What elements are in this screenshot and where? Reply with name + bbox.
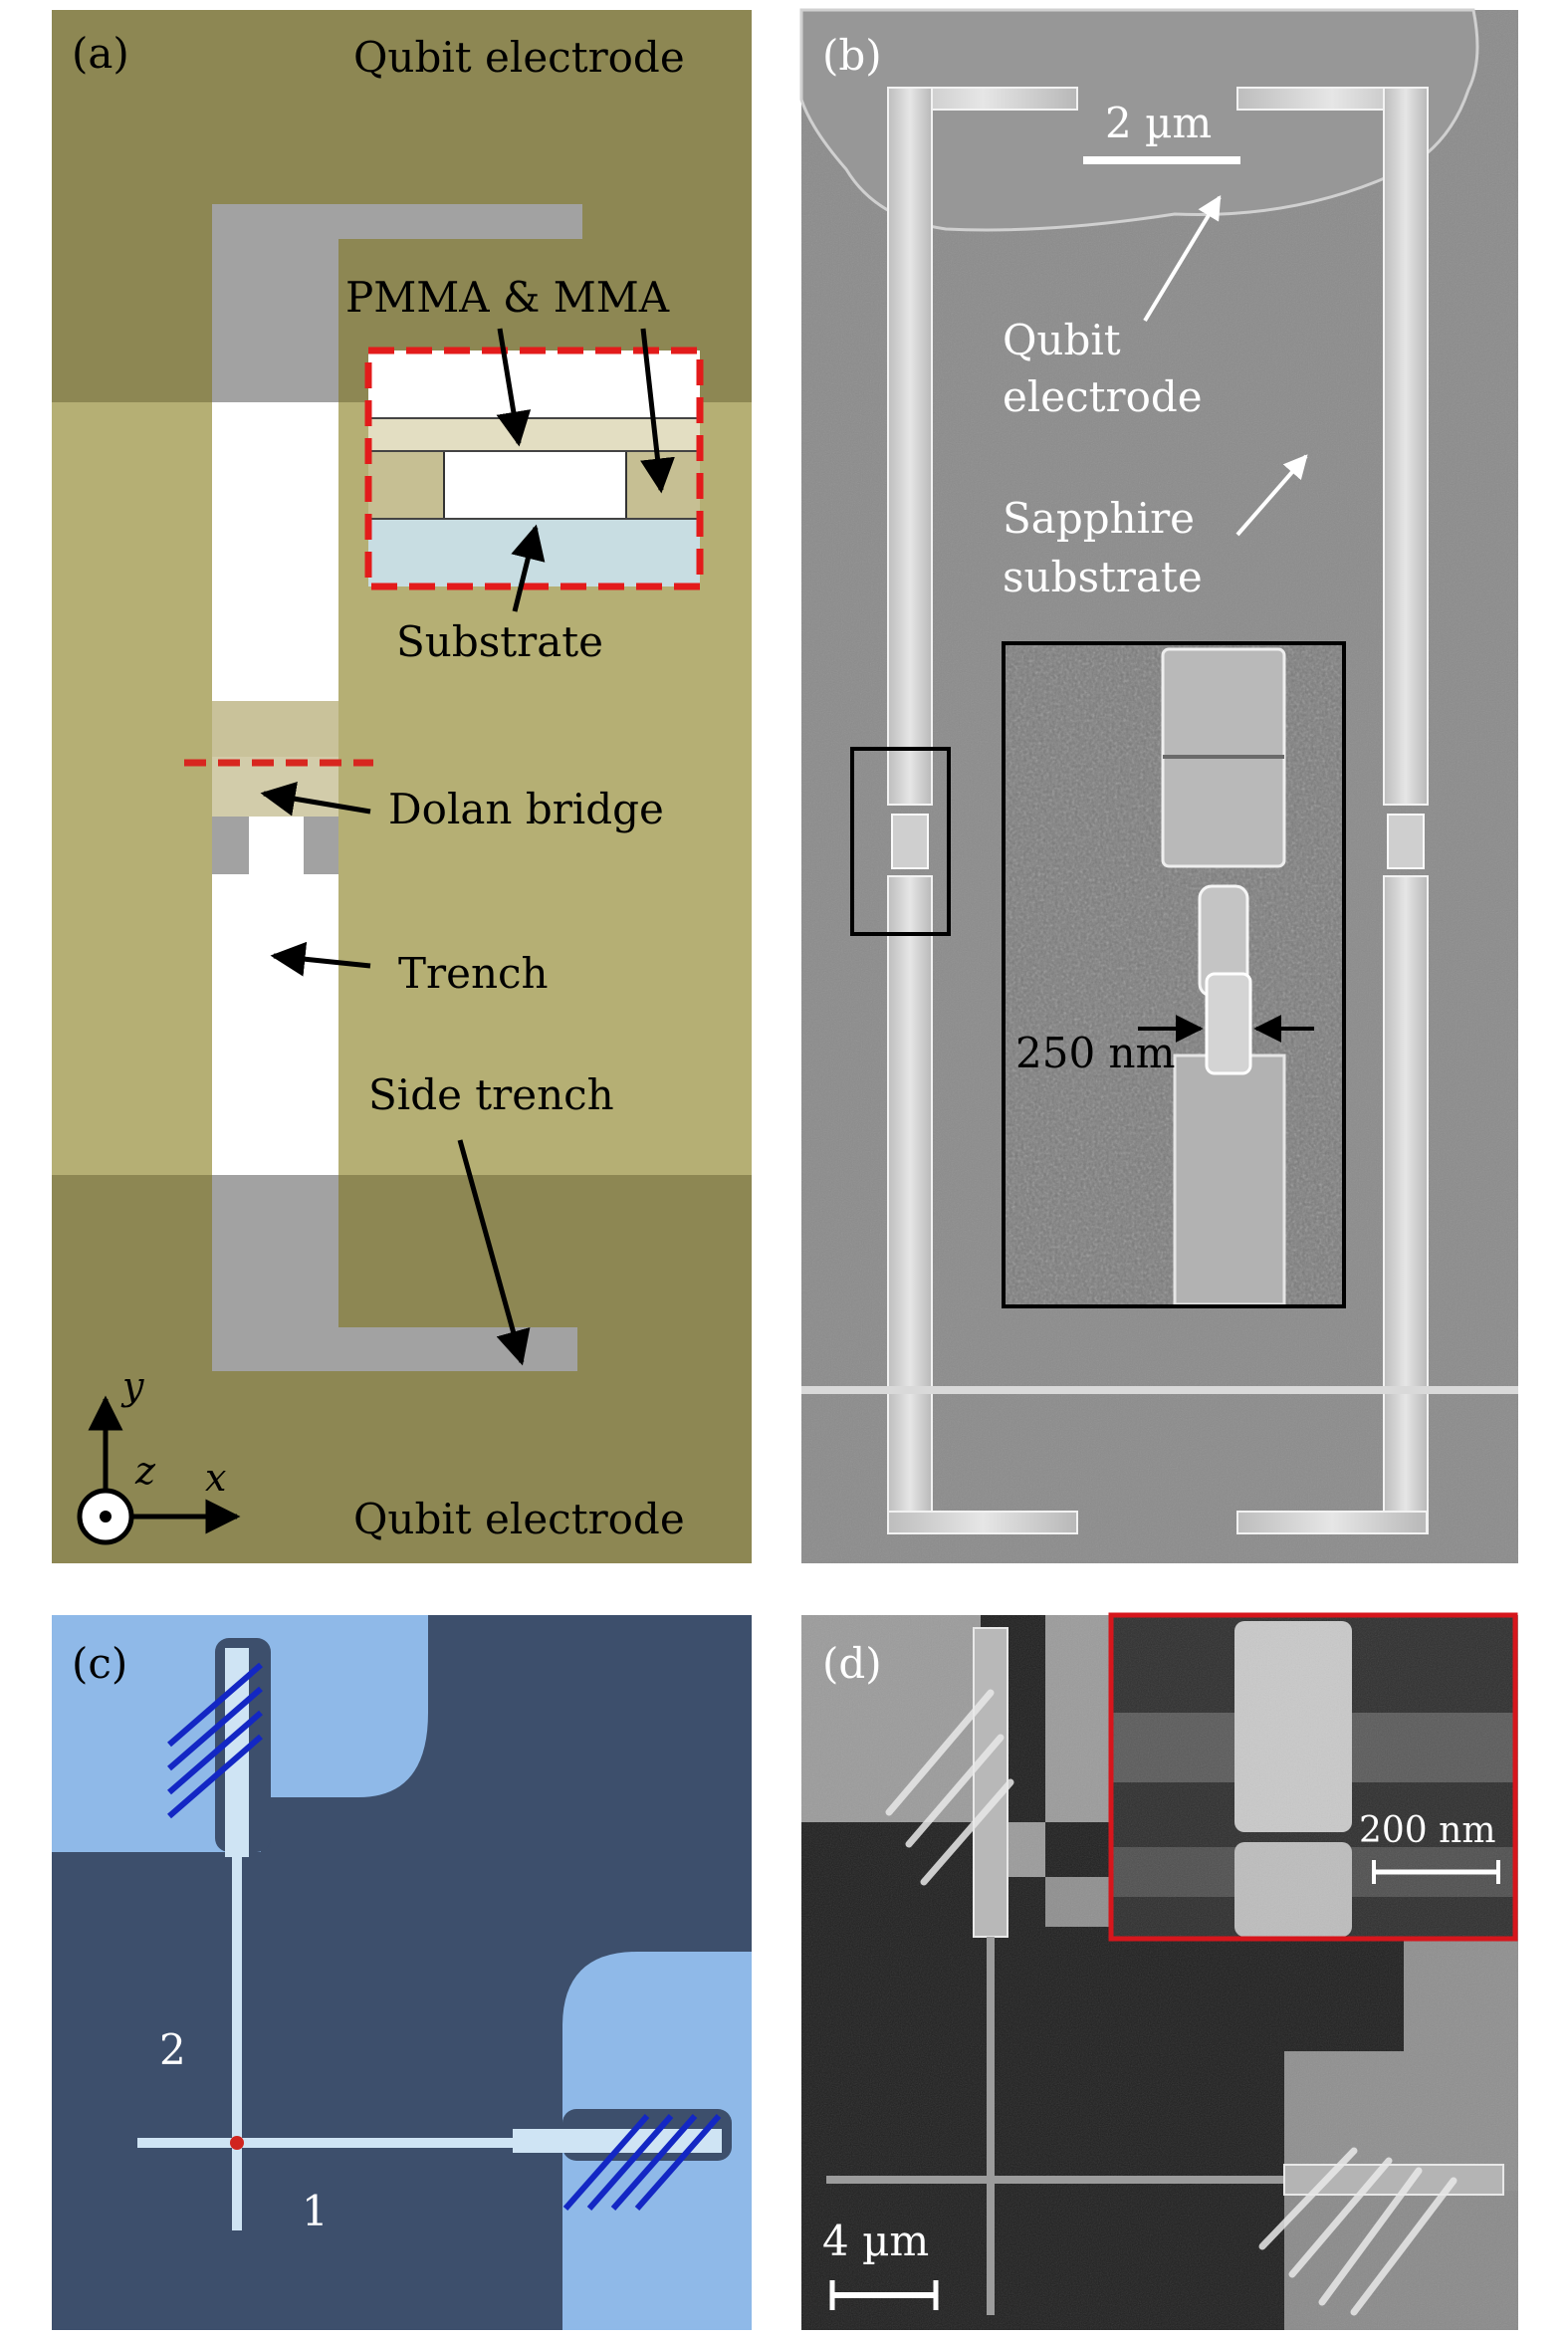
bridge-gap: [249, 817, 304, 874]
electrode-blob: [799, 8, 1479, 232]
zoom-inset-d: [1108, 1612, 1518, 1942]
trench-label: Trench: [398, 949, 549, 998]
finger-label-1: 1: [302, 2187, 329, 2235]
coordinate-axes: [77, 1395, 241, 1545]
junction-dot: [230, 2136, 244, 2150]
panel-a-tag: (a): [72, 29, 129, 78]
zoom-inset: [1002, 641, 1346, 1308]
frame-junction-right: [1387, 814, 1425, 869]
zoom-inset-d-grain: [1111, 1615, 1515, 1939]
panel-c-tag: (c): [72, 1639, 127, 1688]
inset-pmma-layer: [368, 418, 700, 451]
arrow-mma: [640, 328, 675, 494]
inset-undercut: [443, 450, 627, 520]
axis-z-dot: [100, 1511, 112, 1522]
metal-frame: [887, 87, 1429, 1534]
zoom-inset-border: [1002, 641, 1346, 1308]
panel-b-tag: (b): [822, 31, 882, 80]
finger-vertical-d: [973, 1627, 1008, 1938]
arrow-pmma: [496, 328, 532, 447]
zoom-junction-finger: [1205, 972, 1252, 1075]
shadow-streaks-top: [885, 1689, 1014, 1886]
panel-c: (c) 2 1: [52, 1615, 752, 2330]
sapphire-label-2: substrate: [1003, 553, 1203, 601]
arrow-sapphire-b: [1235, 454, 1308, 537]
electrode-label-b-2: electrode: [1003, 372, 1203, 421]
sapphire-label-1: Sapphire: [1003, 494, 1195, 543]
shadow-streaks-right: [1258, 2147, 1457, 2316]
finger-1-narrow: [137, 2138, 516, 2148]
hatch-top: [167, 1662, 263, 1819]
panel-a: (a) Qubit electrode PMMA & MMA Substrate…: [52, 10, 752, 1563]
finger-vertical-thin-d: [987, 1937, 995, 2315]
side-trench-label: Side trench: [368, 1070, 614, 1119]
arrow-trench: [270, 941, 371, 977]
inset-mma-left: [368, 451, 444, 519]
panel-b: (b) 2 µm Qubit electrode Sapphire substr…: [799, 8, 1518, 1563]
arrow-qubit-electrode-b: [1143, 194, 1222, 323]
arrow-substrate: [511, 524, 546, 612]
trench-lower: [212, 874, 338, 1175]
arrow-side-trench: [457, 1139, 531, 1366]
inset-scale-label-d: 200 nm: [1359, 1810, 1495, 1851]
zoom-electrode-lower: [1173, 1053, 1286, 1306]
trench-upper: [212, 402, 338, 701]
horizontal-wire: [801, 1386, 1518, 1394]
electrode-label-b-1: Qubit: [1003, 316, 1121, 364]
frame-junction-left: [891, 814, 929, 869]
finger-horizontal-thin-d: [826, 2176, 1304, 2184]
axis-x-label: x: [205, 1456, 226, 1500]
scale-label-d: 4 µm: [822, 2217, 929, 2265]
axis-y-label: y: [120, 1364, 144, 1408]
panel-d: (d) 200 nm 4 µm: [801, 1612, 1518, 2330]
bottom-electrode-label: Qubit electrode: [353, 1495, 685, 1543]
finger-2-narrow: [232, 1852, 242, 2230]
dolan-bridge-upper: [212, 701, 338, 757]
axis-z-label: z: [134, 1449, 156, 1493]
inset-dashed-border: [364, 347, 704, 590]
top-electrode-label: Qubit electrode: [353, 33, 685, 82]
scale-bar-b: [1083, 156, 1240, 164]
zoom-inset-d-border: [1108, 1612, 1518, 1942]
panel-d-tag: (d): [822, 1639, 882, 1688]
scale-label-b: 2 µm: [1105, 99, 1212, 147]
finger-label-2: 2: [159, 2025, 186, 2074]
resist-label: PMMA & MMA: [345, 273, 670, 322]
hatch-right: [562, 2114, 722, 2211]
junction-highlight-box: [850, 747, 951, 936]
inset-mma-right: [626, 451, 700, 519]
arrow-dolan-bridge: [260, 781, 371, 817]
substrate-label: Substrate: [396, 617, 603, 666]
dolan-bridge-label: Dolan bridge: [388, 785, 664, 833]
width-label: 250 nm: [1015, 1029, 1175, 1077]
